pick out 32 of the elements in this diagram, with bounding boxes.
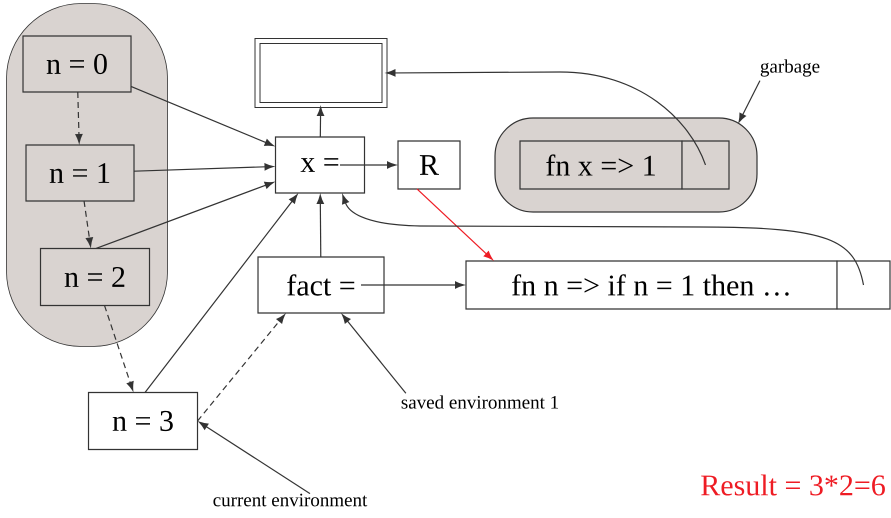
arrow [130,86,274,146]
arrow [134,163,274,172]
value-box: n = 2 [40,248,150,306]
arrow [416,188,493,260]
value-box: n = 0 [22,35,132,93]
arrow [83,200,93,247]
value-box: x = [274,136,366,194]
annotation-text: current environment [213,494,368,506]
arrow [316,194,324,257]
arrow [316,106,324,137]
arrow [361,281,464,289]
pointer-cell [681,140,730,190]
result-text: Result = 3*2=6 [701,474,885,496]
annotation-text: saved environment 1 [402,395,558,409]
value-box: n = 3 [88,392,198,450]
arrow [75,92,83,144]
arrow [386,69,706,166]
leader-arrow [199,422,310,494]
arrow [144,194,298,393]
arrow [340,161,396,169]
arrow [104,305,134,391]
leader-arrow [342,314,406,394]
value-box: R [397,140,461,190]
value-box: fact = [257,256,385,314]
arrow [197,314,285,422]
arrow [96,182,274,250]
pointer-cell [836,260,891,310]
value-box: n = 1 [25,144,135,202]
annotation-text: garbage [760,59,820,77]
arrow [342,194,864,286]
empty-double-box [254,38,388,108]
leader-arrow [738,80,760,122]
